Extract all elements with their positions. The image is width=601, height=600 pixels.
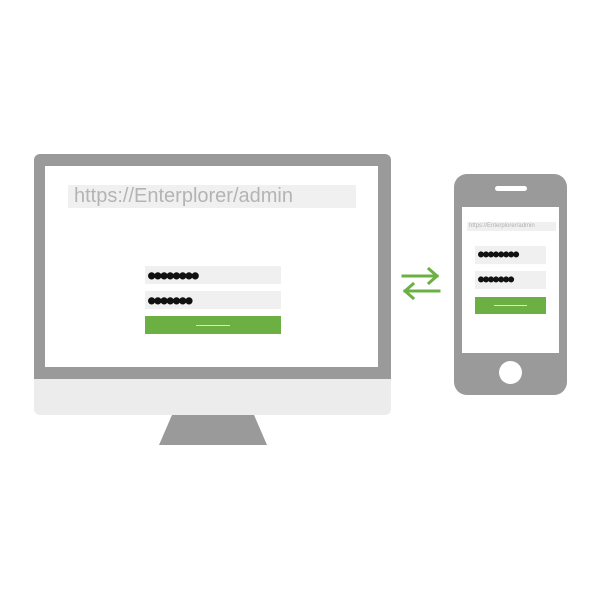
desktop-username-field[interactable]: ●●●●●●●● [145, 266, 281, 284]
phone-home-button[interactable] [499, 361, 522, 384]
desktop-monitor-stand [159, 415, 267, 445]
arrow-left-head [402, 281, 416, 300]
mobile-password-field[interactable]: ●●●●●●● [475, 271, 546, 289]
arrow-right-head [426, 266, 440, 286]
desktop-address-bar[interactable]: https://Enterplorer/admin [68, 185, 356, 208]
desktop-login-button-placeholder [196, 325, 230, 326]
mobile-login-button-placeholder [494, 305, 527, 306]
desktop-monitor-chin [34, 379, 391, 415]
sync-arrows-icon [401, 266, 441, 300]
phone-speaker [495, 186, 527, 191]
desktop-password-field[interactable]: ●●●●●●● [145, 291, 281, 309]
mobile-address-bar[interactable]: https://Enterplorer/admin [467, 222, 556, 231]
mobile-username-field[interactable]: ●●●●●●●● [475, 246, 546, 264]
